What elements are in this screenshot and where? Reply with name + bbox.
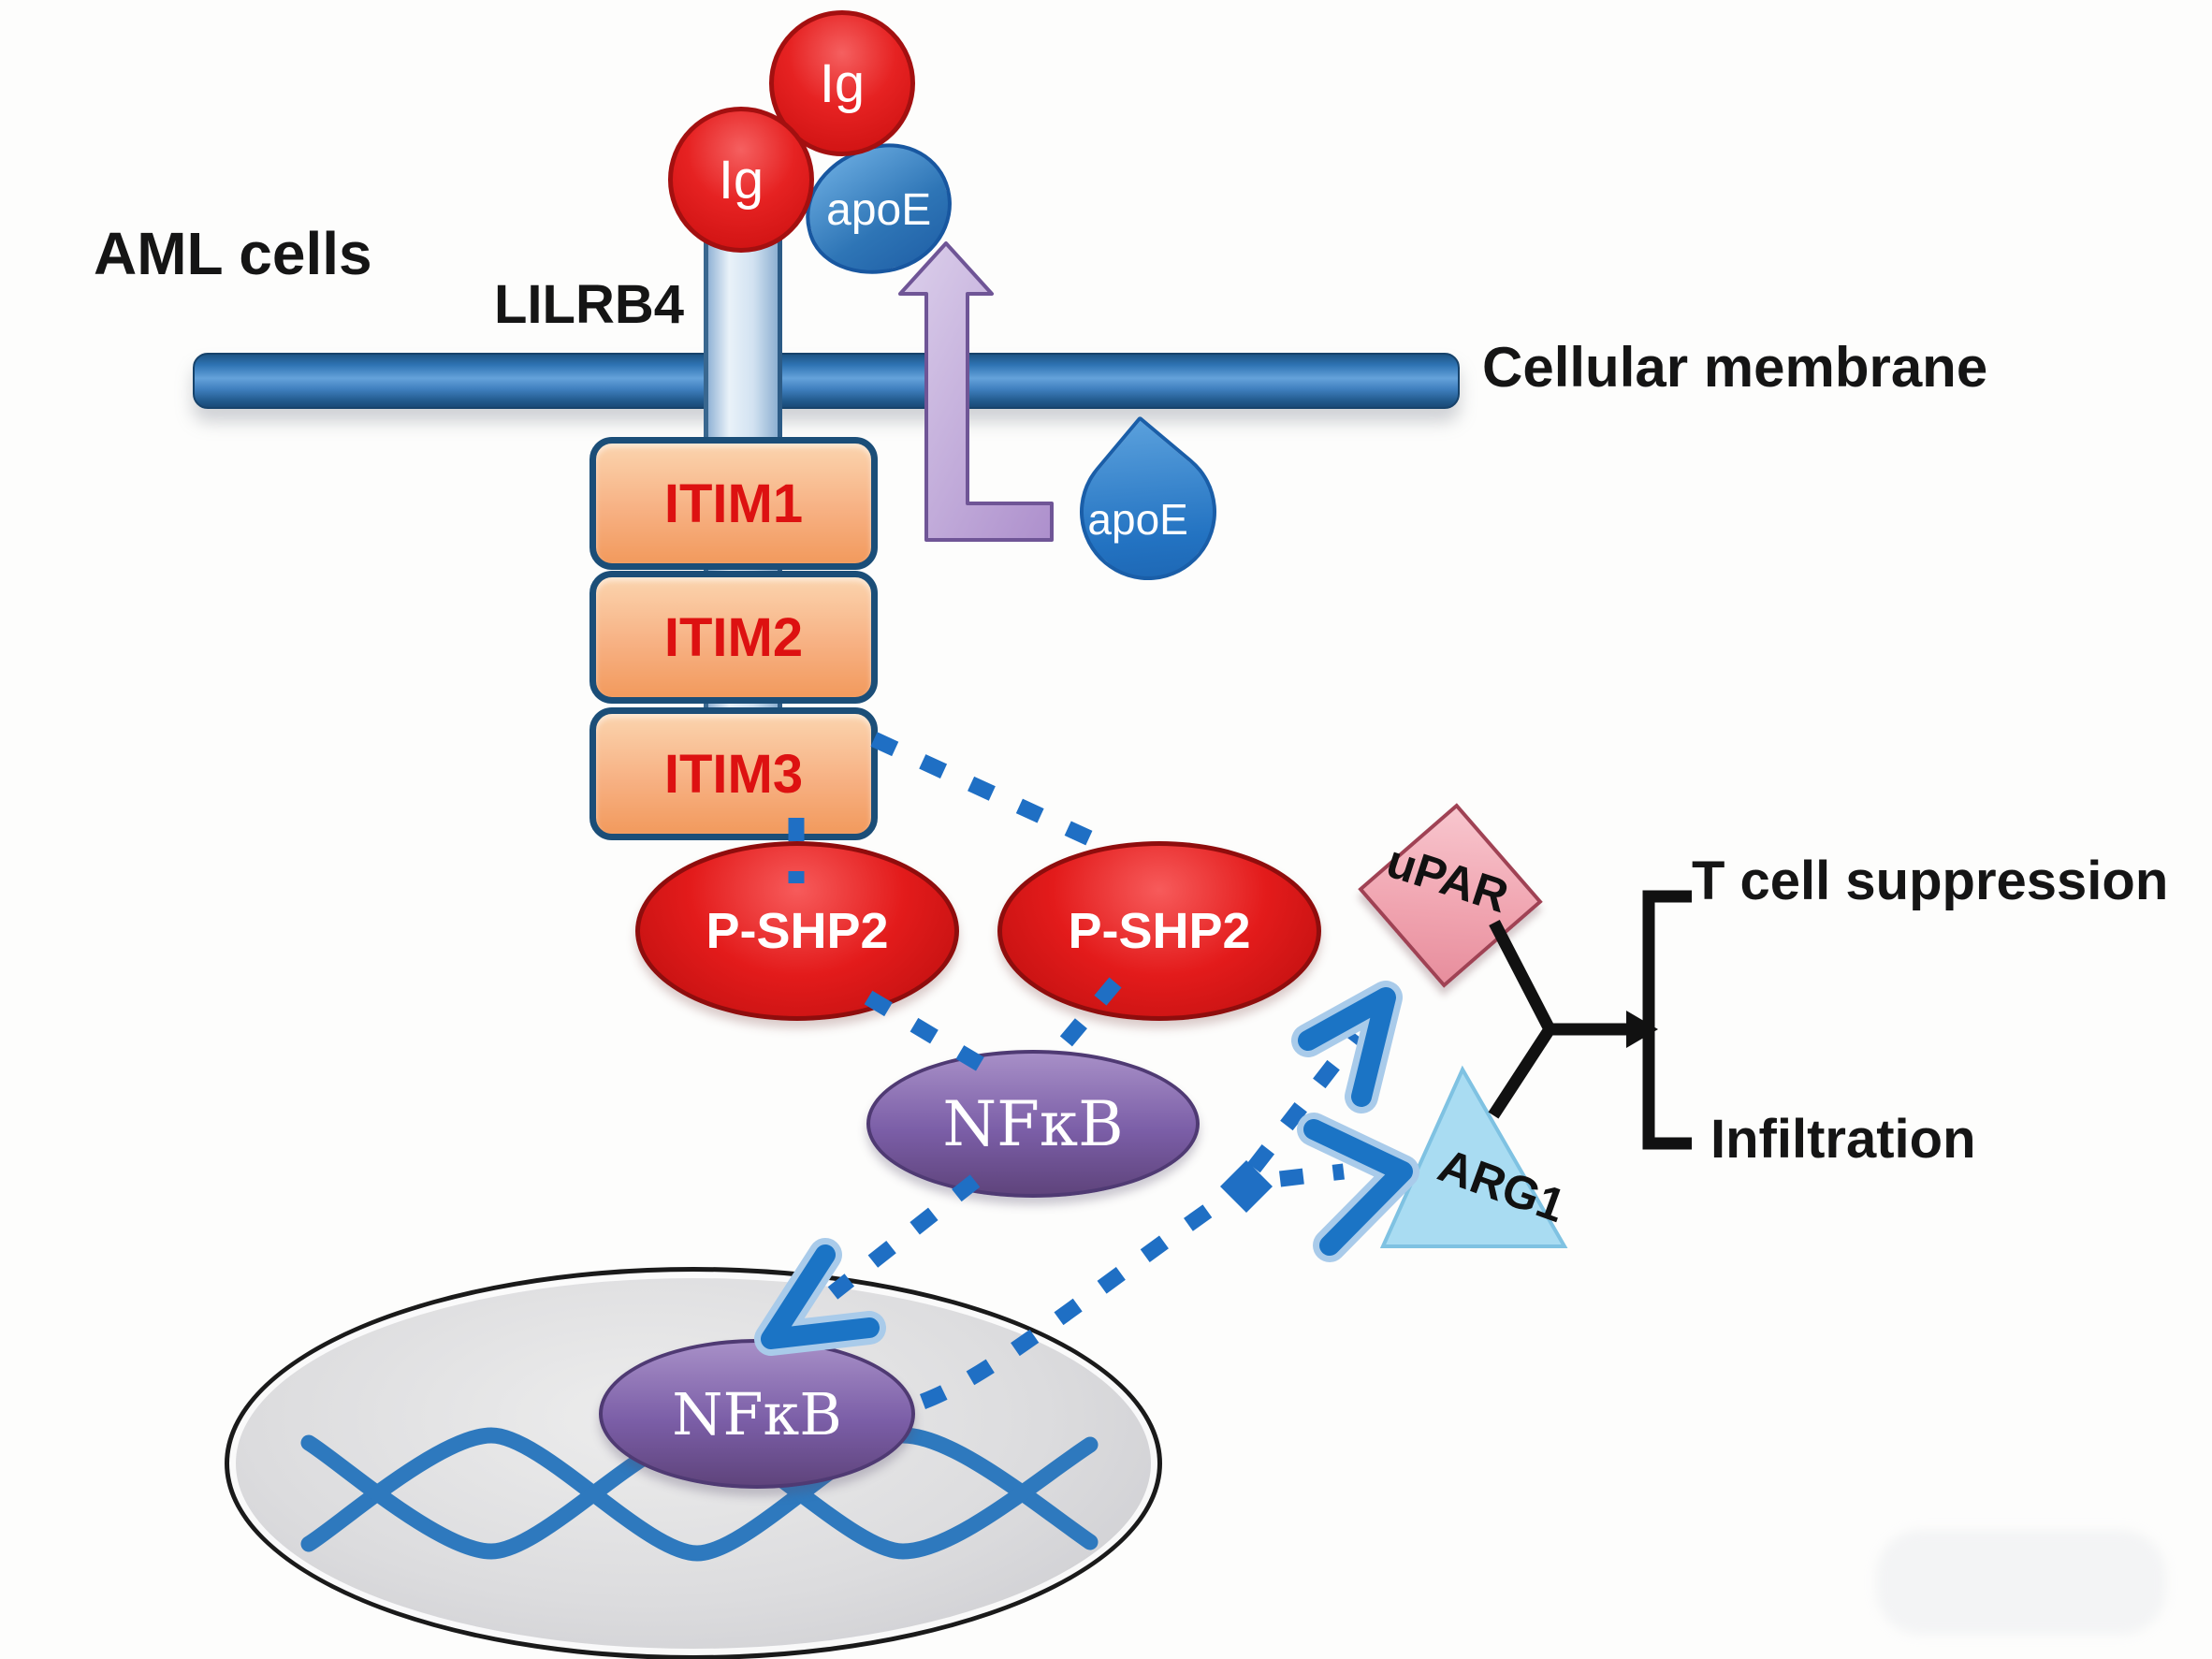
- pshp2-left-ellipse: P-SHP2: [635, 841, 959, 1021]
- lilrb4-label: LILRB4: [494, 274, 684, 335]
- aml-cells-label: AML cells: [94, 220, 372, 287]
- dash-branch-node: [1220, 1160, 1273, 1213]
- itim1-box: ITIM1: [589, 437, 878, 570]
- nfkb-cytoplasm-ellipse: NFκB: [866, 1050, 1200, 1198]
- arg1-label-wrap: ARG1: [1400, 1127, 1603, 1244]
- pshp2-right-label: P-SHP2: [1068, 903, 1251, 959]
- cellular-membrane-bar: [193, 353, 1460, 409]
- arg1-arrowhead-icon: [1303, 1119, 1413, 1256]
- nfkb-cytoplasm-label: NFκB: [942, 1087, 1124, 1160]
- upar-arrowhead-halo: [1291, 981, 1403, 1113]
- dash-itim3-to-right-pshp2: [870, 732, 1108, 852]
- y-arrowhead-icon: [1626, 1011, 1658, 1048]
- nfkb-nucleus-label: NFκB: [672, 1379, 842, 1448]
- apoe-free-label: apoE: [1087, 495, 1189, 545]
- ig-lower-label: Ig: [718, 149, 764, 211]
- cellular-membrane-label: Cellular membrane: [1482, 336, 1988, 399]
- t-cell-suppression-label: T cell suppression: [1692, 851, 2169, 911]
- outcome-bracket: [1642, 890, 1692, 1150]
- arg1-label: ARG1: [1432, 1138, 1572, 1233]
- ig-top-label: Ig: [819, 52, 866, 114]
- itim3-box: ITIM3: [589, 707, 878, 840]
- dash-branch-to-upar: [1247, 1029, 1363, 1173]
- watermark-remnant: [1876, 1530, 2166, 1635]
- pshp2-left-label: P-SHP2: [706, 903, 889, 959]
- itim2-label: ITIM2: [663, 606, 804, 668]
- itim2-box: ITIM2: [589, 571, 878, 704]
- itim3-label: ITIM3: [663, 743, 804, 805]
- upar-arrowhead-icon: [1298, 987, 1396, 1107]
- nfkb-nucleus-ellipse: NFκB: [599, 1339, 915, 1489]
- dash-nfkb-to-nucleus: [827, 1174, 981, 1300]
- dash-branch-to-arg1: [1279, 1163, 1345, 1187]
- ig-domain-lower: Ig: [668, 107, 814, 253]
- apoe-bound-blob: apoE: [791, 129, 967, 290]
- y-arrow-lower-arm: [1488, 1026, 1555, 1119]
- arg1-arrowhead-halo: [1297, 1113, 1419, 1262]
- infiltration-label: Infiltration: [1710, 1109, 1976, 1170]
- itim1-label: ITIM1: [663, 473, 804, 534]
- apoe-bound-label: apoE: [825, 184, 932, 235]
- apoe-free-droplet: apoE: [1052, 415, 1244, 608]
- pshp2-right-ellipse: P-SHP2: [997, 841, 1321, 1021]
- y-arrow-upper-arm: [1489, 920, 1555, 1032]
